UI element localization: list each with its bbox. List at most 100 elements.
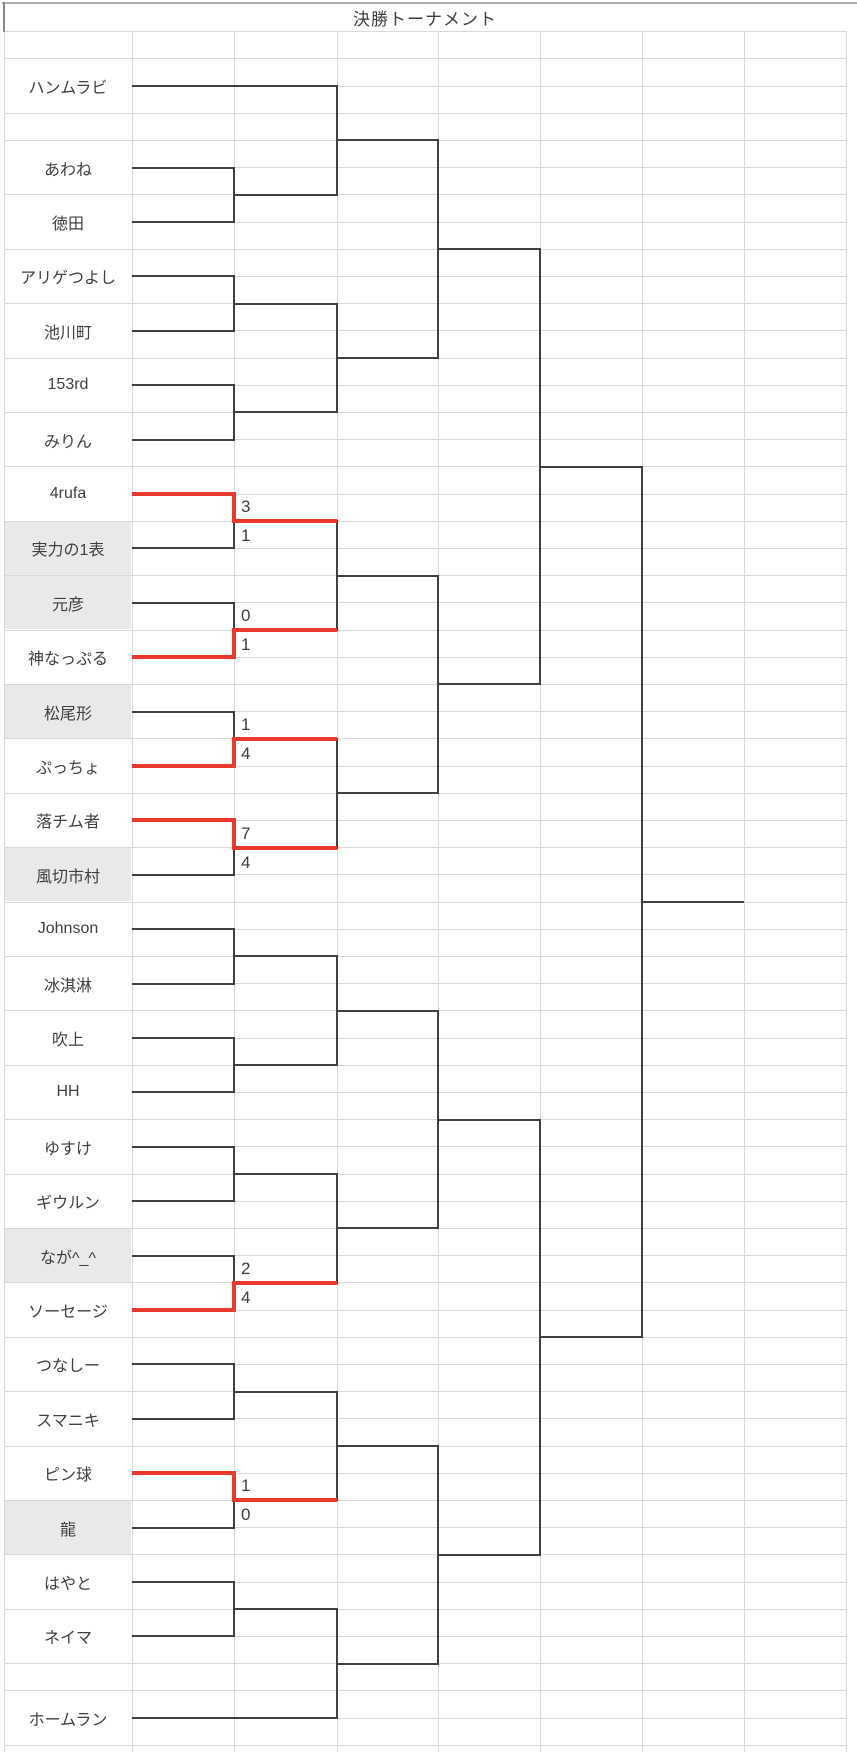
score-bottom-label[interactable]: 0 [241, 1505, 251, 1525]
bracket-player-line [132, 1200, 234, 1203]
player-name-cell[interactable]: ピン球 [43, 1467, 92, 1485]
grid-row-line [132, 1146, 846, 1148]
player-name-cell[interactable]: なが^_^ [40, 1249, 96, 1267]
player-name-cell[interactable]: みりん [43, 433, 92, 451]
player-name-cell[interactable]: ソーセージ [28, 1303, 108, 1321]
player-name-cell[interactable]: 実力の1表 [31, 542, 105, 560]
grid-row-line [132, 1064, 846, 1066]
player-name-cell[interactable]: ゆすけ [43, 1140, 92, 1158]
winner-path-out [234, 845, 337, 850]
bracket-out-line [337, 1227, 438, 1230]
grid-row-line [4, 31, 846, 33]
bracket-player-line [132, 1037, 234, 1039]
bracket-player-line [132, 1145, 234, 1148]
grid-row-line-namecol [4, 1173, 132, 1175]
bracket-out-line [438, 683, 540, 686]
score-bottom-label[interactable]: 1 [241, 635, 251, 654]
grid-row-line [132, 1091, 846, 1093]
player-name-cell[interactable]: ぷっちょ [35, 759, 100, 777]
player-name-cell[interactable]: 落チム者 [36, 814, 100, 832]
player-name-cell[interactable]: 風切市村 [35, 868, 100, 886]
grid-row-line [132, 901, 846, 903]
bracket-player-line [132, 1526, 234, 1529]
grid-row-line [132, 112, 846, 114]
grid-row-line [132, 520, 846, 522]
bracket-player-line [132, 275, 234, 278]
player-name-cell[interactable]: 池川町 [43, 324, 92, 342]
score-top-label[interactable]: 3 [241, 497, 251, 517]
grid-column-line [437, 31, 439, 1752]
bracket-player-line [132, 1581, 234, 1583]
player-name-cell[interactable]: ハンムラビ [28, 79, 108, 97]
grid-row-line-namecol [4, 792, 132, 794]
bracket-out-line [438, 1553, 540, 1556]
grid-row-line-namecol [4, 901, 132, 903]
grid-row-line [132, 330, 846, 332]
grid-row-line-namecol [4, 1391, 132, 1393]
grid-row-line [132, 58, 846, 60]
score-top-label[interactable]: 7 [241, 823, 251, 843]
player-name-cell[interactable]: ホームラン [28, 1711, 108, 1729]
score-bottom-label[interactable]: 4 [241, 852, 251, 872]
player-name-cell[interactable]: スマニキ [36, 1412, 100, 1430]
player-name-cell[interactable]: ギウルン [36, 1195, 100, 1213]
player-name-cell[interactable]: HH [56, 1083, 80, 1101]
grid-row-line-namecol [4, 112, 132, 114]
grid-row-line-namecol [4, 520, 132, 522]
grid-column-line [131, 31, 133, 1752]
player-name-cell[interactable]: 153rd [47, 376, 89, 394]
seeded-cell-highlight [5, 575, 131, 629]
grid-row-line [132, 874, 846, 876]
score-top-label[interactable]: 1 [241, 714, 251, 734]
grid-row-line [132, 1173, 846, 1175]
grid-row-line [132, 1527, 846, 1529]
winner-path-vertical [232, 736, 236, 768]
bracket-out-line [234, 1064, 337, 1067]
grid-row-line [132, 1663, 846, 1665]
player-name-cell[interactable]: ネイマ [43, 1630, 92, 1648]
player-name-cell[interactable]: 龍 [59, 1521, 76, 1539]
grid-row-line-namecol [4, 303, 132, 305]
grid-row-line-namecol [4, 683, 132, 685]
grid-row-line-namecol [4, 847, 132, 849]
winner-path-line [132, 764, 234, 768]
bracket-out-line [234, 1608, 337, 1611]
score-bottom-label[interactable]: 4 [241, 1287, 251, 1307]
player-name-cell[interactable]: 吹上 [51, 1031, 84, 1049]
grid-row-line [132, 738, 846, 740]
grid-row-line [132, 357, 846, 359]
player-name-cell[interactable]: 冰淇淋 [43, 977, 92, 995]
score-top-label[interactable]: 1 [241, 1476, 251, 1496]
player-name-cell[interactable]: あわね [43, 161, 92, 179]
grid-row-line [132, 1690, 846, 1692]
player-name-cell[interactable]: アリゲつよし [19, 270, 116, 288]
winner-path-line [132, 492, 234, 496]
grid-row-line [132, 1336, 846, 1338]
grid-row-line [132, 493, 846, 495]
player-name-cell[interactable]: はやと [43, 1575, 92, 1593]
score-bottom-label[interactable]: 4 [241, 743, 251, 763]
bracket-final-winner-line [642, 901, 744, 903]
player-name-cell[interactable]: つなしー [35, 1358, 100, 1376]
score-bottom-label[interactable]: 1 [241, 526, 251, 546]
bracket-player-line [132, 329, 234, 332]
grid-row-line-namecol [4, 738, 132, 740]
bracket-player-line [132, 1091, 234, 1094]
player-name-cell[interactable]: Johnson [37, 920, 99, 938]
grid-row-line [132, 1227, 846, 1229]
player-name-cell[interactable]: 松尾形 [43, 705, 92, 723]
grid-column-line [539, 31, 541, 1752]
score-top-label[interactable]: 2 [241, 1258, 251, 1278]
bracket-player-line [132, 438, 234, 441]
bracket-player-line [132, 221, 234, 223]
bracket-player-line [132, 873, 234, 876]
grid-row-line [132, 819, 846, 821]
grid-row-line [132, 547, 846, 549]
grid-row-line-namecol [4, 1336, 132, 1338]
score-top-label[interactable]: 0 [241, 606, 251, 625]
player-name-cell[interactable]: 元彦 [51, 596, 84, 614]
player-name-cell[interactable]: 神なっぷる [27, 651, 108, 669]
player-name-cell[interactable]: 徳田 [51, 215, 84, 233]
winner-path-out [234, 736, 337, 741]
player-name-cell[interactable]: 4rufa [49, 484, 87, 502]
